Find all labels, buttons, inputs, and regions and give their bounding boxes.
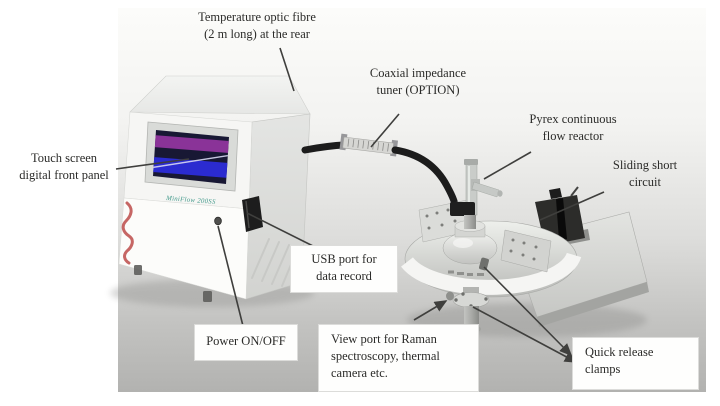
label-temperature-optic-fibre: Temperature optic fibre (2 m long) at th… — [198, 10, 316, 41]
leader-temperature-fibre — [279, 47, 295, 92]
usb-connector — [242, 196, 263, 232]
label-usb-port: USB port for data record — [290, 245, 398, 293]
mount-plate-right — [500, 229, 552, 273]
screen-band-magenta — [153, 135, 229, 153]
reactor-assembly — [401, 159, 649, 344]
leader-touch-screen — [115, 158, 190, 170]
label-pyrex-flow-reactor: Pyrex continuous flow reactor — [529, 112, 617, 143]
screen-band-blue — [153, 157, 229, 178]
leader-sliding-short — [539, 191, 605, 221]
power-button — [214, 216, 222, 226]
leader-pyrex-reactor — [483, 151, 532, 180]
dome-highlight — [453, 238, 473, 248]
leader-power — [217, 225, 244, 327]
platform-white-band — [401, 252, 582, 295]
model-name-text: MiniFlow 200SS — [165, 195, 216, 206]
quick-release-clamp-handle — [479, 257, 489, 271]
label-power-on-off: Power ON/OFF — [194, 324, 298, 361]
leader-usb-port — [246, 212, 318, 249]
cable-end-connector — [450, 202, 475, 216]
label-quick-release-clamps: Quick release clamps — [572, 337, 699, 390]
brand-logo-icon — [121, 201, 134, 265]
label-touch-screen-panel: Touch screen digital front panel — [19, 151, 109, 182]
leader-coaxial-tuner — [370, 113, 400, 148]
usb-connector-edge — [245, 200, 250, 229]
short-circuit-rail-edge — [537, 282, 649, 327]
band-engraving — [448, 270, 484, 276]
label-coaxial-impedance-tuner: Coaxial impedance tuner (OPTION) — [369, 66, 467, 97]
leader-view-port — [413, 300, 448, 321]
touch-screen-panel — [144, 121, 239, 192]
microwave-generator: MiniFlow 200SS — [118, 75, 311, 302]
screen-diagonal-highlight — [153, 154, 229, 169]
label-sliding-short-circuit: Sliding short circuit — [612, 158, 678, 189]
centre-post — [464, 215, 476, 229]
label-view-port: View port for Raman spectroscopy, therma… — [318, 324, 479, 392]
leader-quick-release-2 — [472, 306, 578, 363]
leader-quick-release-1 — [483, 266, 573, 357]
